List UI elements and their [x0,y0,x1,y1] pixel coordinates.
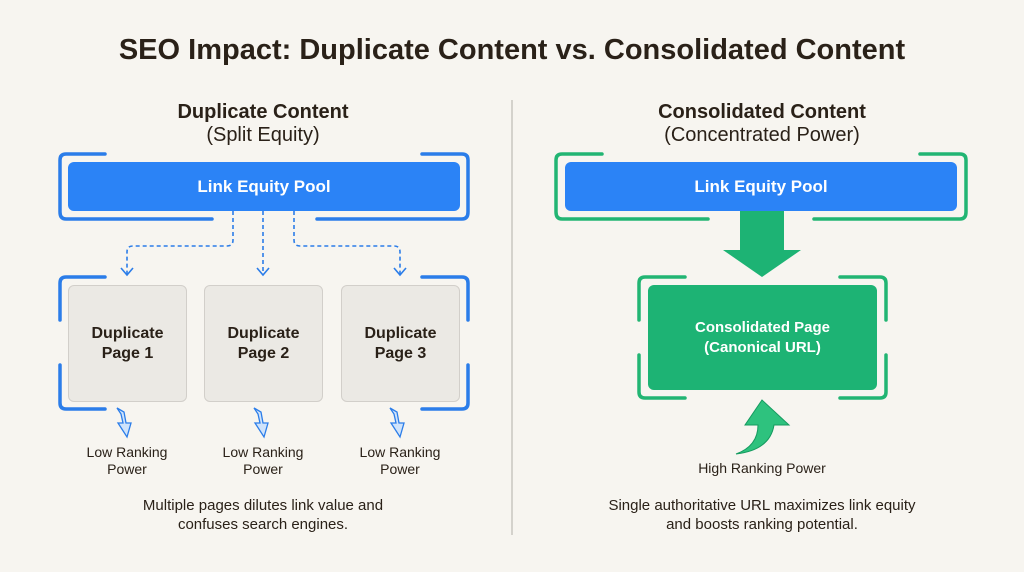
right-heading: Consolidated Content [658,101,866,123]
right-pool-brackets [554,152,968,221]
description-line1: Single authoritative URL maximizes link … [608,497,916,514]
left-link-equity-pool: Link Equity Pool [68,162,460,211]
low-ranking-arrow-icons [116,407,405,439]
dashed-arrowheads [120,267,407,277]
pages-brackets [58,275,470,411]
consolidation-arrow-icon [723,211,801,277]
label-line1: Low Ranking [222,444,304,460]
right-description: Single authoritative URL maximizes link … [532,496,992,534]
page-line1: Duplicate [91,324,164,342]
right-subheading: (Concentrated Power) [664,124,860,146]
label-line2: Power [380,461,420,477]
description-line2: confuses search engines. [177,516,349,533]
high-ranking-label: High Ranking Power [698,460,826,476]
dashed-flow-lines [126,211,401,274]
left-pool-brackets [58,152,470,221]
left-description: Multiple pages dilutes link value and con… [43,496,483,534]
canonical-brackets [637,275,888,400]
label-line2: Power [243,461,283,477]
page-line2: Page 2 [237,344,290,362]
page-line2: (Canonical URL) [704,338,821,356]
page-line1: Duplicate [227,324,300,342]
page-line2: Page 1 [101,344,154,362]
label-line1: Low Ranking [86,444,168,460]
label-line2: Power [107,461,147,477]
left-heading: Duplicate Content [177,101,349,123]
right-link-equity-pool: Link Equity Pool [565,162,957,211]
page-line2: Page 3 [374,344,427,362]
page-line1: Consolidated Page [694,318,831,336]
consolidated-page: Consolidated Page (Canonical URL) [648,285,877,390]
left-subheading: (Split Equity) [206,124,320,146]
page-line1: Duplicate [364,324,437,342]
page-title: SEO Impact: Duplicate Content vs. Consol… [118,34,906,66]
description-line1: Multiple pages dilutes link value and [142,497,384,514]
label-line1: Low Ranking [359,444,441,460]
description-line2: and boosts ranking potential. [666,516,858,533]
high-ranking-arrow-icon [735,399,791,455]
